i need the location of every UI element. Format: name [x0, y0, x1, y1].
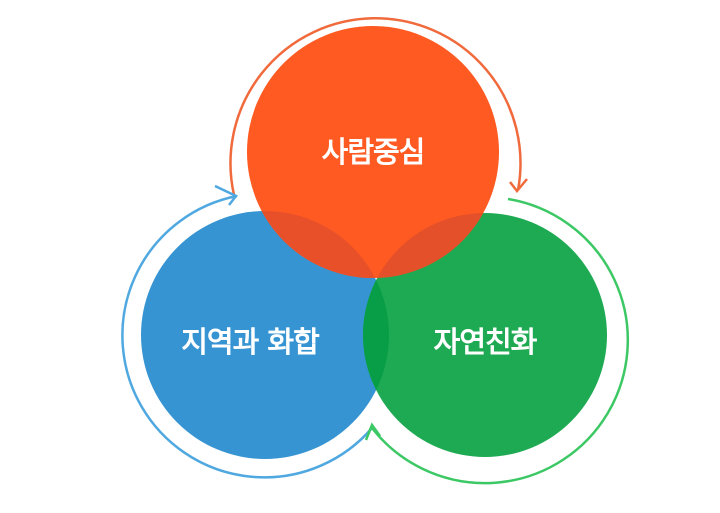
blue-arrow-icon	[214, 184, 238, 206]
label-community: 지역과 화합	[181, 325, 319, 359]
circle-community	[141, 211, 389, 459]
orange-cycle-arc	[229, 17, 522, 196]
green-cycle-arc	[371, 197, 630, 485]
circle-people	[247, 26, 499, 278]
label-nature: 자연친화	[433, 325, 538, 359]
label-people: 사람중심	[321, 135, 426, 169]
green-arrow-icon	[364, 422, 382, 441]
circle-nature	[363, 213, 607, 457]
orange-arrow-icon	[509, 178, 528, 193]
blue-cycle-arc	[121, 194, 373, 479]
